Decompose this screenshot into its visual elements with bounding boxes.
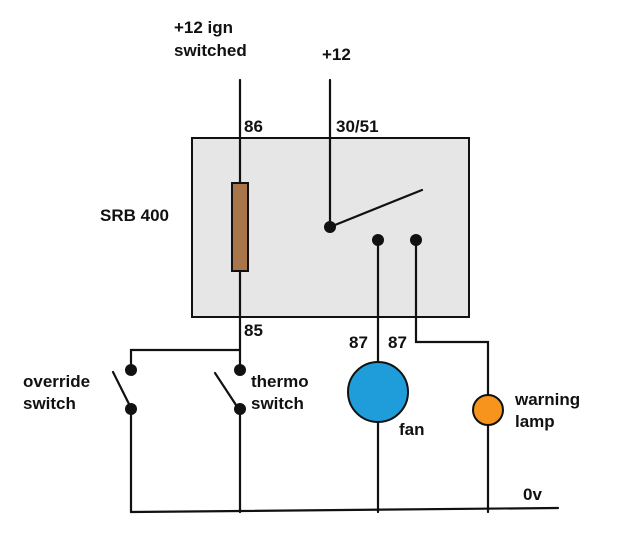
label-plus12: +12 — [322, 45, 351, 64]
label-relay-name: SRB 400 — [100, 206, 169, 225]
label-lamp-line1: warning — [514, 390, 580, 409]
label-pin86: 86 — [244, 117, 263, 136]
label-ign-line1: +12 ign — [174, 18, 233, 37]
fan-symbol — [347, 361, 409, 423]
wire-85-to-override — [129, 348, 242, 372]
ground-bus — [129, 506, 560, 514]
label-ground: 0v — [523, 485, 542, 504]
label-ign-line2: switched — [174, 41, 247, 60]
label-pin87-lamp: 87 — [388, 333, 407, 352]
label-pin3051: 30/51 — [336, 117, 379, 136]
label-pin85: 85 — [244, 321, 263, 340]
label-fan: fan — [399, 420, 425, 439]
label-override-line2: switch — [23, 394, 76, 413]
thermo-switch-top-contact — [234, 364, 246, 376]
wire-87-to-lamp — [414, 238, 490, 397]
thermo-switch-lever — [213, 371, 240, 410]
relay-coil — [231, 182, 249, 272]
override-switch-lever — [111, 370, 133, 410]
label-thermo-line2: switch — [251, 394, 304, 413]
label-thermo-line1: thermo — [251, 372, 309, 391]
warning-lamp-symbol — [472, 394, 504, 426]
relay-switch-arm — [328, 188, 424, 229]
override-switch-top-contact — [125, 364, 137, 376]
label-pin87-fan: 87 — [349, 333, 368, 352]
label-lamp-line2: lamp — [515, 412, 555, 431]
label-override-line1: override — [23, 372, 90, 391]
